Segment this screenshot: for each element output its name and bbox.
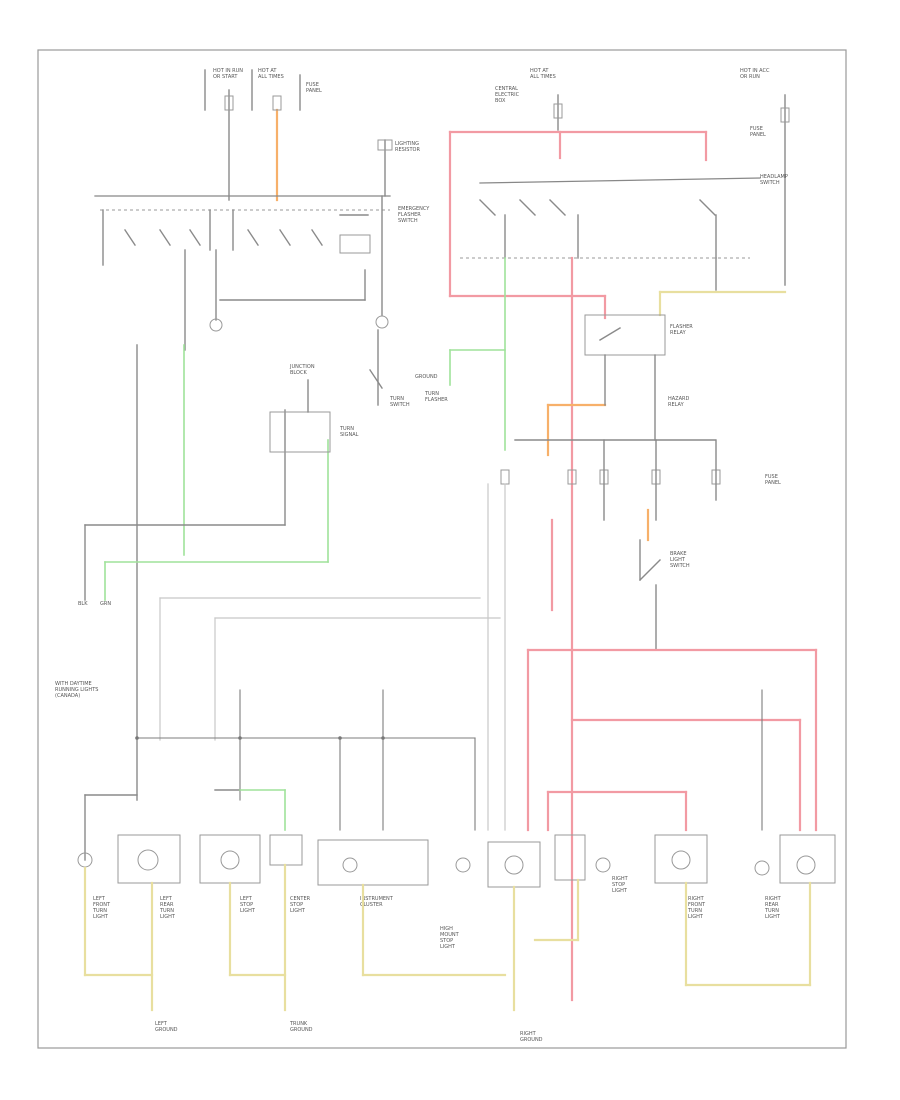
label-ground-top: GROUND bbox=[415, 374, 438, 380]
left-wires: BLK GRN bbox=[78, 344, 501, 801]
diagram-frame bbox=[37, 49, 847, 1049]
connector-label-left-b: GRN bbox=[100, 601, 111, 607]
connector-label-left-a: BLK bbox=[78, 601, 88, 607]
